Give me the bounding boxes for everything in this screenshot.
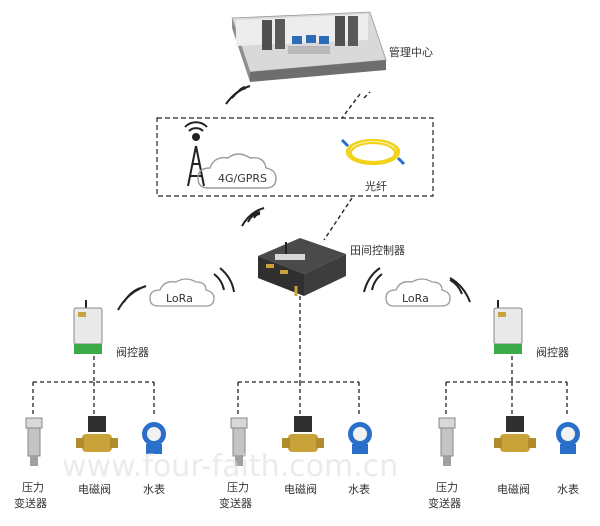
fiber-downlink-line [323,197,353,241]
valve-label: 电磁阀 [497,482,530,496]
valve-controller-left-label: 阀控器 [116,345,149,359]
pressure-label-line1: 压力 [22,481,44,494]
solenoid-valve-icon [282,416,324,452]
management-center-label: 管理中心 [389,45,433,59]
lora-left-waves [117,267,235,311]
solenoid-valve-icon [494,416,536,452]
lora-right-waves [363,267,471,303]
pressure-label-line2: 变送器 [14,496,47,510]
field-controller-device [258,238,346,296]
pressure-label-line2: 变送器 [428,496,461,510]
communication-box [156,117,434,197]
valve-controller-right-device [493,300,523,354]
pressure-transmitter-icon [438,417,456,466]
valve-controller-right-label: 阀控器 [536,345,569,359]
fiber-coil-icon [340,138,406,166]
water-meter-icon [142,422,166,454]
management-center-building [231,11,387,82]
fiber-label: 光纤 [365,179,387,193]
pressure-label-line1: 压力 [436,481,458,494]
meter-label: 水表 [143,482,165,496]
water-meter-icon [348,422,372,454]
field-controller-label: 田间控制器 [350,243,405,257]
watermark: www.four-faith.com.cn [62,449,398,484]
pressure-label-line1: 压力 [227,481,249,494]
meter-label: 水表 [557,482,579,496]
device-bus-lines [32,296,568,416]
pressure-transmitter-icon [25,417,43,466]
wireless-icon-mid [241,207,265,227]
lora-left-label: LoRa [166,292,193,305]
pressure-transmitter-icon [230,417,248,466]
solenoid-valve-icon [76,416,118,452]
water-meter-icon [556,422,580,454]
lora-left-cloud [149,278,215,307]
uplink-line [341,93,361,119]
pressure-label-line2: 变送器 [219,496,252,510]
cell-tower-icon [184,121,208,187]
valve-label: 电磁阀 [284,482,317,496]
lora-right-label: LoRa [402,292,429,305]
valve-label: 电磁阀 [78,482,111,496]
meter-label: 水表 [348,482,370,496]
valve-controller-left-device [73,300,103,354]
lora-right-cloud [385,278,451,307]
cellular-cloud [197,153,277,189]
cellular-label: 4G/GPRS [218,172,267,185]
wireless-icon-top [225,85,251,105]
